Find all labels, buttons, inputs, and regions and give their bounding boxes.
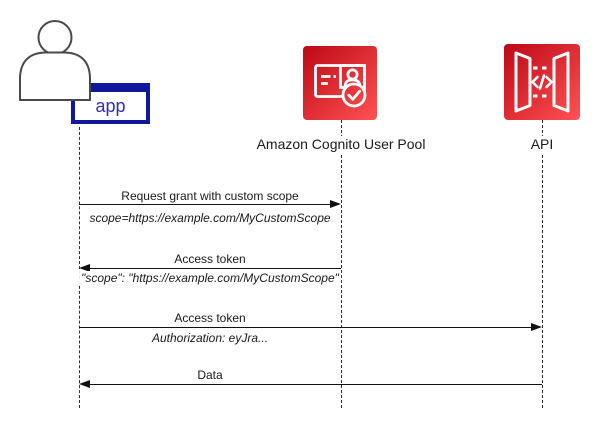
- arrowhead-left-icon: [79, 380, 90, 388]
- arrowhead-right-icon: [531, 323, 542, 331]
- message-detail: Authorization: eyJra...: [149, 331, 271, 345]
- message-arrow-line: [89, 268, 341, 270]
- arrowhead-right-icon: [330, 200, 341, 208]
- actor-icon: [19, 20, 91, 101]
- lifeline-api: [542, 120, 543, 408]
- message-detail: "scope": "https://example.com/MyCustomSc…: [79, 271, 341, 285]
- api-gateway-icon: [504, 44, 580, 120]
- message-label: Access token: [172, 311, 248, 325]
- arrowhead-left-icon: [79, 264, 90, 272]
- message-label: Data: [195, 368, 225, 382]
- api-participant-label: API: [527, 136, 557, 153]
- message-arrow-line: [89, 384, 542, 386]
- message-arrow-line: [79, 327, 531, 329]
- cognito-participant-label: Amazon Cognito User Pool: [253, 136, 429, 153]
- message-label: Request grant with custom scope: [119, 189, 301, 203]
- message-arrow-line: [79, 204, 331, 206]
- cognito-user-pool-icon: [303, 46, 377, 120]
- lifeline-cognito: [341, 120, 342, 408]
- app-participant-box: app: [71, 83, 150, 124]
- app-participant-label: app: [95, 96, 126, 116]
- message-label: Access token: [172, 252, 248, 266]
- message-detail: scope=https://example.com/MyCustomScope: [87, 211, 333, 225]
